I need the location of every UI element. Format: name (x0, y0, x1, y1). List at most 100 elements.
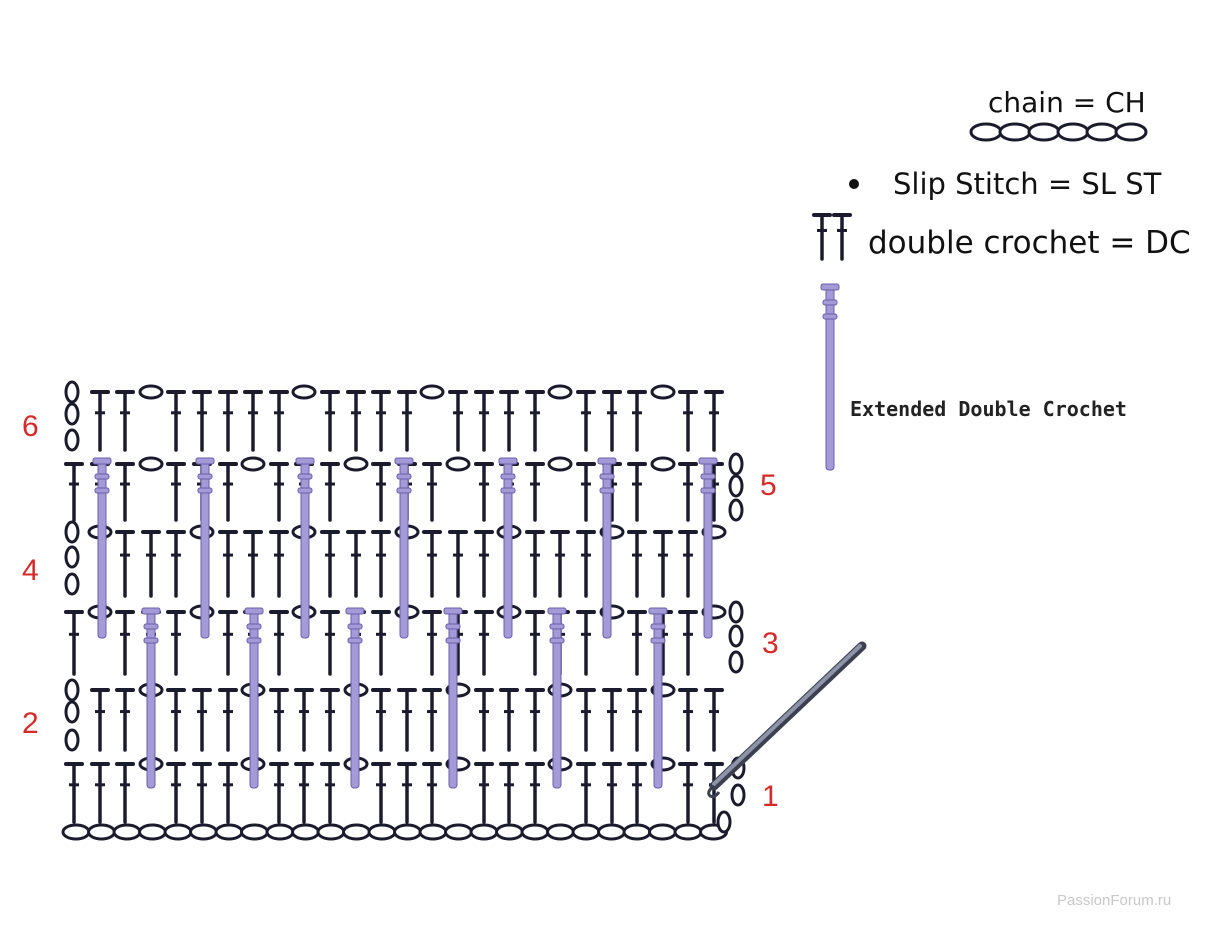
double-crochet-stitch (192, 390, 212, 452)
turning-chain (64, 545, 80, 569)
double-crochet-stitch (422, 530, 442, 598)
chain-stitch (138, 823, 167, 841)
row-number-6: 6 (22, 410, 39, 443)
double-crochet-stitch (64, 610, 84, 676)
extended-double-crochet-stitch (141, 607, 161, 789)
double-crochet-stitch (90, 390, 110, 452)
double-crochet-stitch (218, 610, 238, 676)
chain-stitch (316, 823, 346, 841)
double-crochet-stitch (192, 688, 212, 752)
double-crochet-stitch (269, 390, 289, 452)
chain-stitch (1114, 122, 1148, 142)
double-crochet-stitch (525, 688, 545, 752)
turning-chain (64, 520, 80, 544)
double-crochet-stitch (627, 390, 647, 452)
double-crochet-stitch (320, 762, 340, 824)
double-crochet-stitch (90, 762, 110, 824)
row-numbers: 1 2 3 4 5 6 (22, 410, 779, 813)
chain-stitch (495, 823, 524, 841)
double-crochet-stitch (192, 762, 212, 824)
double-crochet-stitch (218, 762, 238, 824)
chain-stitch (163, 823, 193, 841)
chain-stitch (998, 122, 1032, 142)
row-number-4: 4 (22, 554, 39, 587)
double-crochet-stitch (166, 530, 186, 598)
legend-slip-stitch-label: Slip Stitch = SL ST (893, 167, 1162, 201)
double-crochet-stitch (499, 688, 519, 752)
chain-stitch (445, 456, 471, 472)
double-crochet-stitch (269, 688, 289, 752)
double-crochet-stitch (64, 462, 84, 522)
double-crochet-stitch (474, 462, 494, 522)
double-crochet-stitch (371, 530, 391, 598)
turning-chain (728, 452, 744, 476)
double-crochet-stitch (115, 688, 135, 752)
double-crochet-stitch (627, 762, 647, 824)
chain-stitch (650, 456, 676, 472)
double-crochet-stitch (448, 530, 468, 598)
turning-chain (64, 428, 80, 452)
double-crochet-stitch (576, 462, 596, 522)
chain-stitch (214, 823, 244, 841)
double-crochet-stitch (243, 530, 263, 598)
extended-double-crochet-icon (820, 283, 840, 471)
chain-stitch (240, 456, 266, 472)
chain-stitch (648, 823, 677, 841)
double-crochet-stitch (346, 390, 366, 452)
double-crochet-stitch (166, 610, 186, 676)
row-number-3: 3 (762, 627, 779, 660)
double-crochet-stitch (678, 390, 698, 452)
turning-chain (64, 572, 80, 596)
double-crochet-stitch (525, 762, 545, 824)
row-number-2: 2 (22, 707, 39, 740)
turning-chain (728, 624, 744, 648)
chain-icon (969, 122, 1148, 142)
chain-stitch (469, 823, 499, 841)
extended-double-crochet-stitch (195, 457, 215, 639)
extended-double-crochet-stitch (547, 607, 567, 789)
slip-stitch-icon (849, 179, 859, 189)
double-crochet-stitch (320, 390, 340, 452)
chain-stitch (969, 122, 1003, 142)
row-number-5: 5 (760, 469, 777, 502)
chain-stitch (444, 823, 473, 841)
double-crochet-stitch (269, 610, 289, 676)
double-crochet-stitch (218, 530, 238, 598)
extended-double-crochet-stitch (443, 607, 463, 789)
double-crochet-stitch (576, 390, 596, 452)
chain-stitch (520, 823, 550, 841)
double-crochet-stitch (320, 610, 340, 676)
double-crochet-stitch (397, 688, 417, 752)
double-crochet-stitch (320, 530, 340, 598)
chain-stitch (1056, 122, 1090, 142)
legend-double-crochet-label: double crochet = DC (868, 225, 1191, 261)
double-crochet-stitch (115, 462, 135, 522)
double-crochet-stitch (371, 462, 391, 522)
double-crochet-stitch (294, 762, 314, 824)
double-crochet-stitch (678, 530, 698, 598)
double-crochet-stitch (602, 688, 622, 752)
double-crochet-stitch (269, 462, 289, 522)
double-crochet-stitch (678, 762, 698, 824)
double-crochet-stitch (218, 462, 238, 522)
double-crochet-stitch (627, 610, 647, 676)
double-crochet-stitch (678, 610, 698, 676)
double-crochet-stitch (474, 530, 494, 598)
double-crochet-stitch (602, 762, 622, 824)
double-crochet-stitch (474, 762, 494, 824)
double-crochet-stitch (627, 688, 647, 752)
row-number-1: 1 (762, 780, 779, 813)
turning-chain (64, 402, 80, 426)
double-crochet-stitch (320, 688, 340, 752)
turning-chain (64, 678, 80, 702)
double-crochet-stitch (832, 213, 852, 261)
double-crochet-stitch (678, 688, 698, 752)
double-crochet-stitch (525, 390, 545, 452)
double-crochet-stitch (371, 390, 391, 452)
double-crochet-stitch (115, 762, 135, 824)
chain-stitch (393, 823, 422, 841)
turning-chain (728, 474, 744, 498)
double-crochet-stitch (576, 762, 596, 824)
double-crochet-stitch (166, 390, 186, 452)
